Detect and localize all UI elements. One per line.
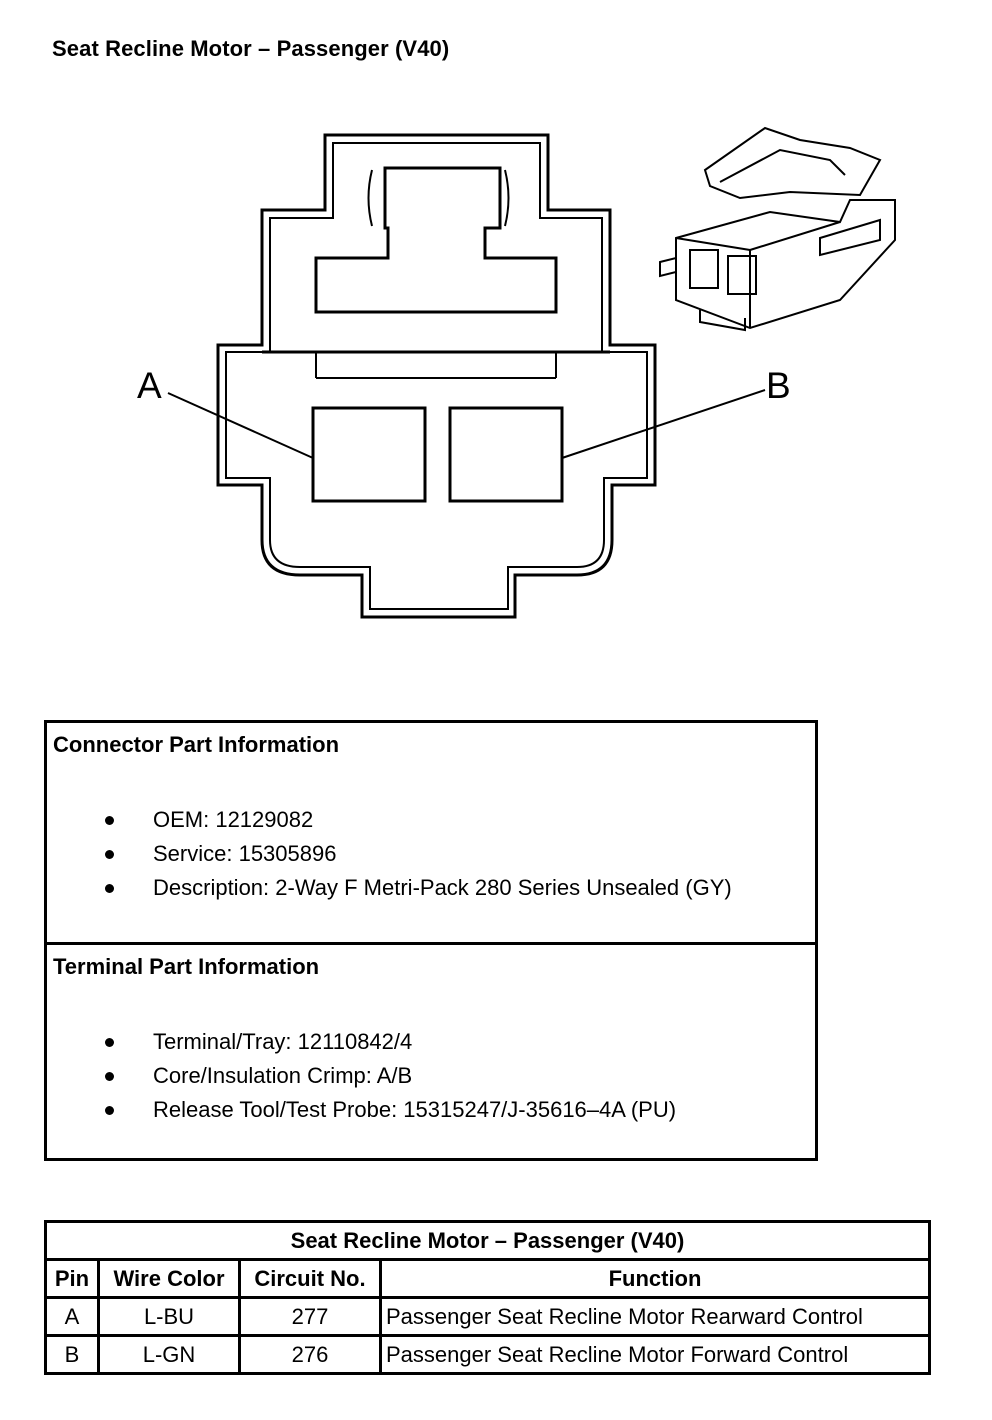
pin-table-title: Seat Recline Motor – Passenger (V40)	[44, 1220, 931, 1261]
list-item-text: Description: 2-Way F Metri-Pack 280 Seri…	[153, 875, 732, 900]
connector-face-drawing	[167, 133, 766, 619]
pin-cell: A	[44, 1296, 100, 1337]
column-header-pin: Pin	[44, 1258, 100, 1299]
list-item: Core/Insulation Crimp: A/B	[47, 1059, 676, 1093]
bullet-icon	[105, 1072, 114, 1081]
part-information-box: Connector Part Information OEM: 12129082…	[44, 720, 818, 1161]
bullet-icon	[105, 884, 114, 893]
function-cell: Passenger Seat Recline Motor Forward Con…	[379, 1334, 931, 1375]
connector-diagram: A B	[137, 126, 896, 619]
pin-table-header-row: Pin Wire Color Circuit No. Function	[44, 1258, 931, 1299]
function-cell: Passenger Seat Recline Motor Rearward Co…	[379, 1296, 931, 1337]
table-row: A L-BU 277 Passenger Seat Recline Motor …	[44, 1296, 931, 1337]
bullet-icon	[105, 1038, 114, 1047]
column-header-wire-color: Wire Color	[97, 1258, 241, 1299]
list-item: OEM: 12129082	[47, 803, 732, 837]
terminal-info-heading: Terminal Part Information	[53, 954, 320, 979]
leader-line-a	[167, 392, 314, 459]
connector-info-list: OEM: 12129082 Service: 15305896 Descript…	[47, 803, 732, 905]
list-item: Service: 15305896	[47, 837, 732, 871]
table-row: B L-GN 276 Passenger Seat Recline Motor …	[44, 1334, 931, 1375]
list-item-text: Core/Insulation Crimp: A/B	[153, 1063, 413, 1088]
page-title: Seat Recline Motor – Passenger (V40)	[52, 36, 450, 61]
column-header-function: Function	[379, 1258, 931, 1299]
wire-color-cell: L-GN	[97, 1334, 241, 1375]
list-item: Description: 2-Way F Metri-Pack 280 Seri…	[47, 871, 732, 905]
circuit-number-cell: 276	[238, 1334, 382, 1375]
list-item-text: OEM: 12129082	[153, 807, 314, 832]
leader-line-b	[561, 389, 766, 459]
connector-info-heading: Connector Part Information	[53, 732, 340, 757]
cavity-b	[448, 406, 564, 503]
list-item: Release Tool/Test Probe: 15315247/J-3561…	[47, 1093, 676, 1127]
wire-color-cell: L-BU	[97, 1296, 241, 1337]
circuit-number-cell: 277	[238, 1296, 382, 1337]
terminal-info-list: Terminal/Tray: 12110842/4 Core/Insulatio…	[47, 1025, 676, 1127]
bullet-icon	[105, 850, 114, 859]
list-item-text: Service: 15305896	[153, 841, 337, 866]
cavity-a	[311, 406, 427, 503]
connector-part-information: Connector Part Information OEM: 12129082…	[47, 723, 815, 945]
pin-label-a: A	[137, 365, 162, 406]
pin-table: Seat Recline Motor – Passenger (V40) Pin…	[44, 1220, 931, 1375]
pin-label-b: B	[766, 365, 791, 406]
pin-cell: B	[44, 1334, 100, 1375]
bullet-icon	[105, 816, 114, 825]
list-item-text: Release Tool/Test Probe: 15315247/J-3561…	[153, 1097, 677, 1122]
connector-isometric-icon	[659, 126, 896, 332]
bullet-icon	[105, 1106, 114, 1115]
list-item: Terminal/Tray: 12110842/4	[47, 1025, 676, 1059]
terminal-part-information: Terminal Part Information Terminal/Tray:…	[47, 945, 815, 1158]
column-header-circuit-no: Circuit No.	[238, 1258, 382, 1299]
list-item-text: Terminal/Tray: 12110842/4	[153, 1029, 413, 1054]
